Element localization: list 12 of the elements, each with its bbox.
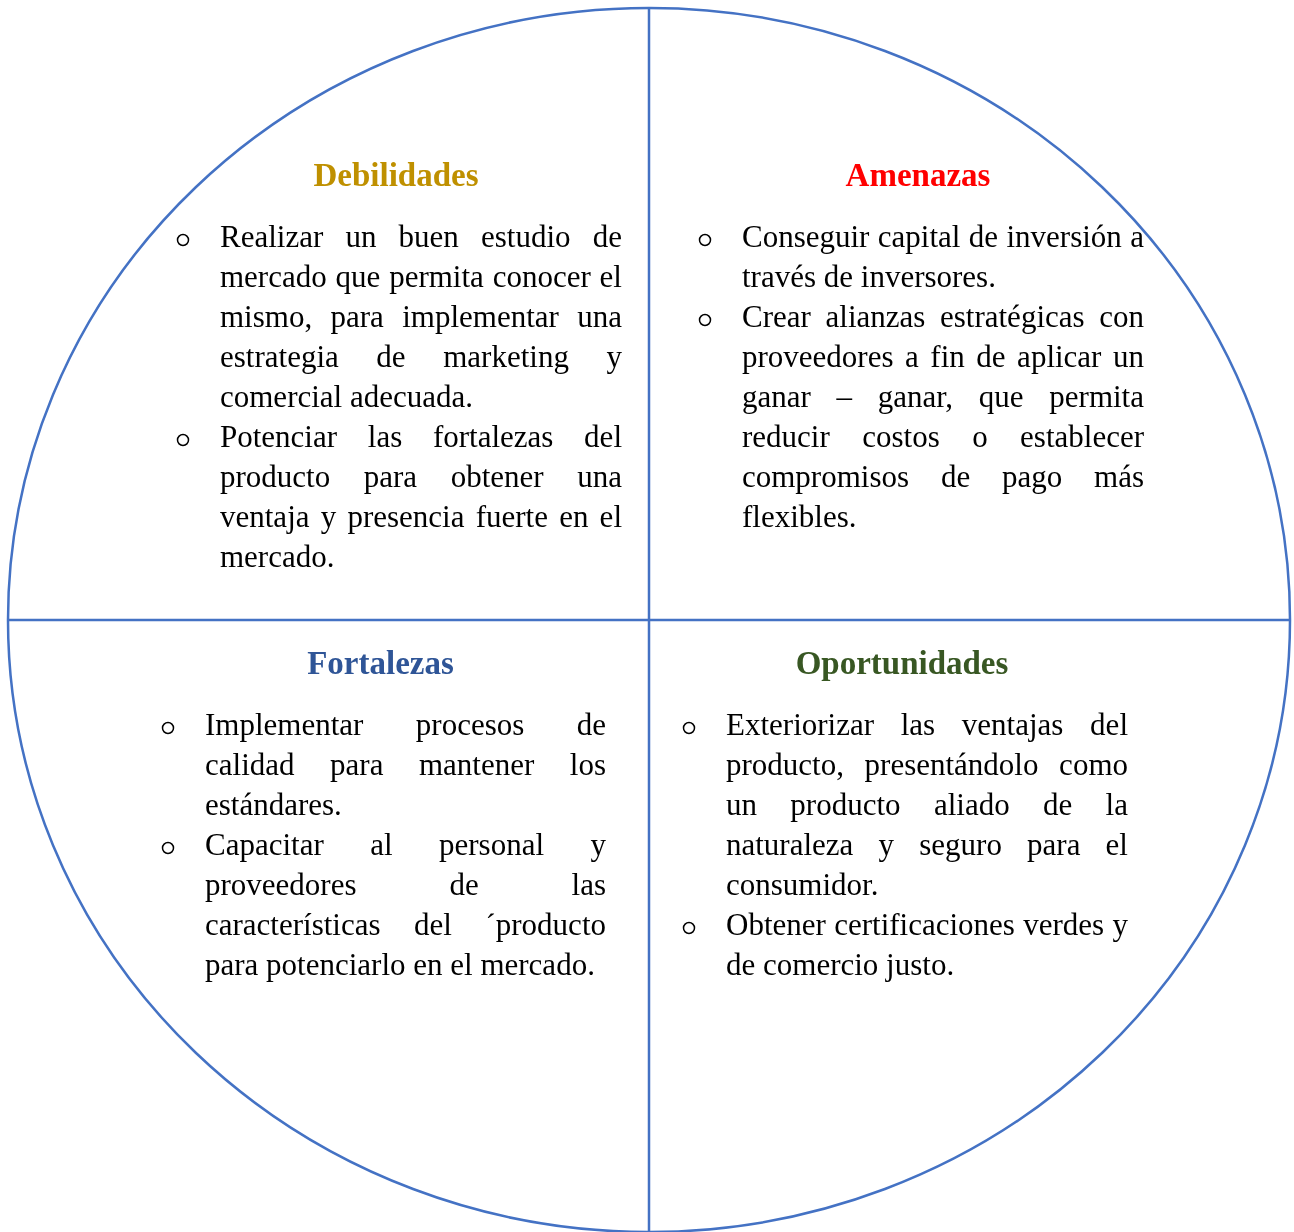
bullet-text: Exteriorizar las ventajas del producto, presentándolo como un producto aliado de la naturaleza y seguro para el consumidor.	[726, 706, 1128, 904]
bullet-text: Conseguir capital de inversión a través de inversores.	[742, 218, 1144, 296]
quadrant-heading: Amenazas	[844, 156, 992, 195]
quadrant-heading: Oportunidades	[794, 644, 1010, 683]
bullet-text: Capacitar al personal y proveedores de las características del ´producto para potenciarlo en el mercado.	[205, 826, 606, 984]
bullet-text: Implementar procesos de calidad para mantener los estándares.	[205, 706, 606, 824]
quadrant-heading: Debilidades	[312, 156, 480, 195]
bullet-text: Realizar un buen estudio de mercado que permita conocer el mismo, para implementar una estrategia de marketing y comercial adecuada.	[220, 218, 622, 416]
bullet-text: Obtener certificaciones verdes y de comercio justo.	[726, 906, 1128, 984]
bullet-text: Potenciar las fortalezas del producto para obtener una ventaja y presencia fuerte en el mercado.	[220, 418, 622, 576]
bullet-text: Crear alianzas estratégicas con proveedores a fin de aplicar un ganar – ganar, que permita reducir costos o establecer compromisos de pago más flexibles.	[742, 298, 1144, 536]
quadrant-heading: Fortalezas	[306, 644, 455, 683]
